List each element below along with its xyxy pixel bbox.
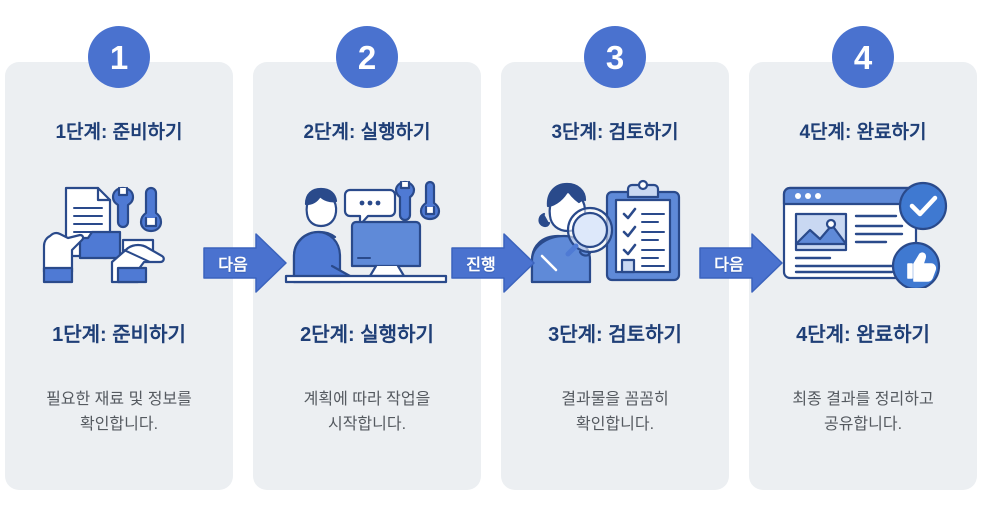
step-title-top-2: 2단계: 실행하기 <box>303 122 431 143</box>
connector-arrow-3: 다음 <box>698 232 784 294</box>
step-description-line-2: 확인합니다. <box>79 415 159 433</box>
step-description-line-1: 결과물을 꼼꼼히 <box>561 391 669 408</box>
step-description-3: 결과물을 꼼꼼히 확인합니다. <box>510 388 720 438</box>
step-title-top-1: 1단계: 준비하기 <box>55 122 183 143</box>
step-title-top-3: 3단계: 검토하기 <box>551 122 679 143</box>
connector-arrow-1: 다음 <box>202 232 288 294</box>
step-title-bottom-4: 4단계: 완료하기 <box>796 324 930 346</box>
step-title-top-4: 4단계: 완료하기 <box>799 122 927 143</box>
step-description-line-2: 시작합니다. <box>327 415 407 433</box>
person-computer-icon <box>272 170 462 288</box>
step-number-badge-1: 1 <box>88 26 150 88</box>
step-number-badge-3: 3 <box>584 26 646 88</box>
magnifier-checklist-icon <box>520 170 710 288</box>
connector-arrow-label-1: 다음 <box>218 257 248 274</box>
step-description-line-1: 필요한 재료 및 정보를 <box>46 391 192 408</box>
connector-arrow-label-2: 진행 <box>466 257 496 274</box>
step-description-line-2: 확인합니다. <box>575 415 655 433</box>
arrow-right-icon <box>699 233 783 293</box>
browser-approved-icon <box>768 170 958 288</box>
step-title-bottom-3: 3단계: 검토하기 <box>548 324 682 346</box>
connector-arrow-label-3: 다음 <box>714 257 744 274</box>
step-number-badge-4: 4 <box>832 26 894 88</box>
step-title-bottom-1: 1단계: 준비하기 <box>52 324 186 346</box>
step-description-line-1: 계획에 따라 작업을 <box>303 391 431 408</box>
step-description-4: 최종 결과를 정리하고 공유합니다. <box>758 388 968 438</box>
connector-arrow-2: 진행 <box>450 232 536 294</box>
step-description-line-1: 최종 결과를 정리하고 <box>792 391 934 408</box>
step-number-badge-2: 2 <box>336 26 398 88</box>
step-title-bottom-2: 2단계: 실행하기 <box>300 324 434 346</box>
step-description-2: 계획에 따라 작업을 시작합니다. <box>262 388 472 438</box>
document-hands-tools-icon <box>24 170 214 288</box>
arrow-right-icon <box>451 233 535 293</box>
step-description-line-2: 공유합니다. <box>823 415 903 433</box>
arrow-right-icon <box>203 233 287 293</box>
step-description-1: 필요한 재료 및 정보를 확인합니다. <box>14 388 224 438</box>
